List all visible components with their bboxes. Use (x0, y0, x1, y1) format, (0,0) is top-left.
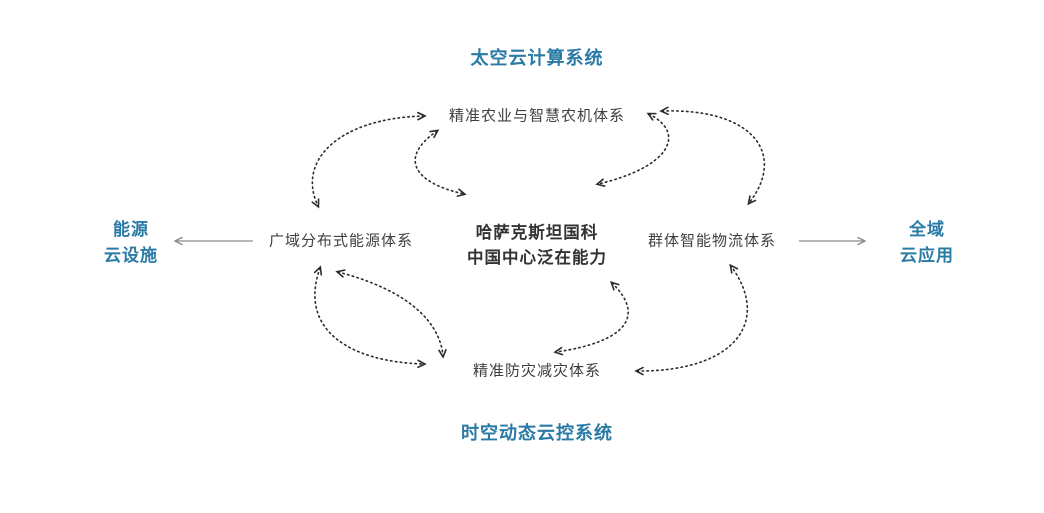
application-label: 全域 云应用 (900, 217, 954, 269)
edge-agriculture-logistics-dotted (659, 106, 766, 206)
center-hub-line2: 中国中心泛在能力 (467, 249, 607, 267)
edge-disaster-center-dotted (553, 281, 629, 356)
center-hub: 哈萨克斯坦国科 中国中心泛在能力 (467, 221, 607, 271)
energy-facility-line2: 云设施 (104, 246, 158, 265)
application-line1: 全域 (909, 220, 945, 239)
edge-agriculture-center-dotted (414, 129, 467, 197)
disaster-node: 精准防灾减灾体系 (472, 362, 602, 380)
logistics-node: 群体智能物流体系 (647, 232, 777, 250)
agriculture-node: 精准农业与智慧农机体系 (448, 107, 626, 125)
energy-node: 广域分布式能源体系 (268, 232, 414, 250)
edge-disaster-logistics-dotted (634, 263, 749, 376)
top-system-title: 太空云计算系统 (470, 48, 604, 68)
edge-agriculture-energy-dotted (311, 111, 427, 209)
energy-facility-line1: 能源 (113, 220, 149, 239)
application-line2: 云应用 (900, 246, 954, 265)
edge-energy-disaster-outer-dotted (313, 265, 427, 369)
edge-energy-disaster-inner-dotted (335, 269, 447, 359)
center-hub-line1: 哈萨克斯坦国科 (475, 224, 599, 242)
energy-facility-label: 能源 云设施 (104, 217, 158, 269)
bottom-system-title: 时空动态云控系统 (461, 423, 613, 443)
